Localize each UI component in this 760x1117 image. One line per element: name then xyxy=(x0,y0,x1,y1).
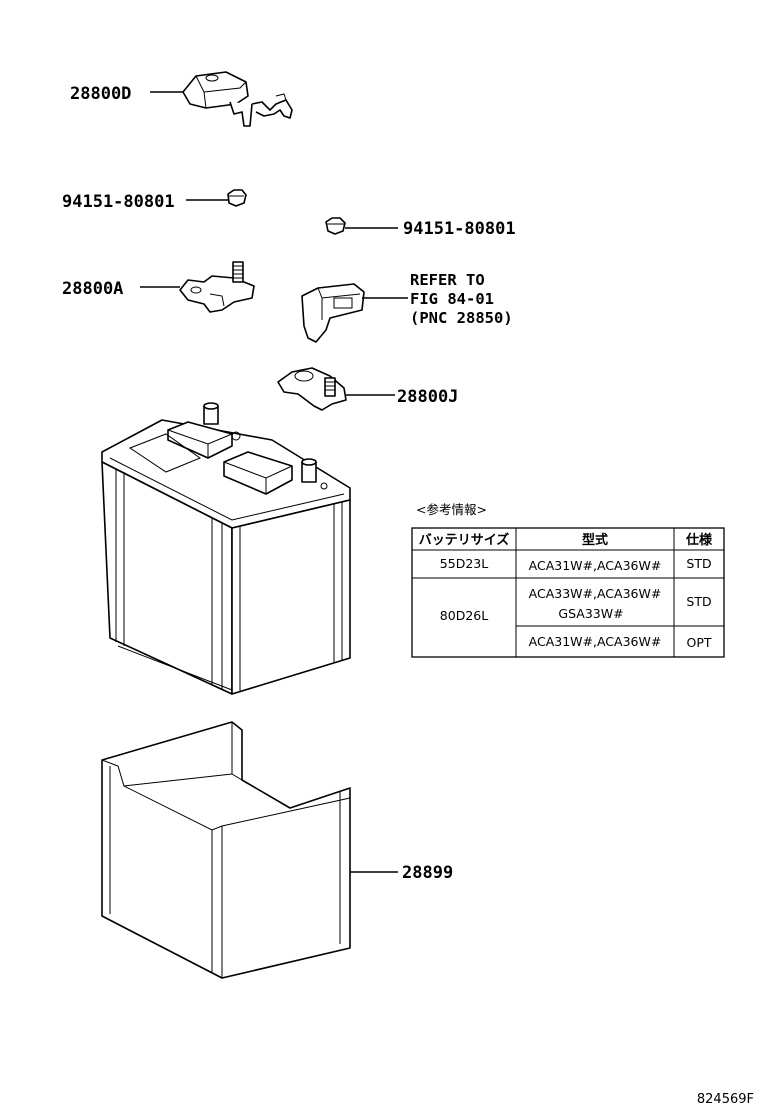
cell-spec-row1: STD xyxy=(686,556,711,571)
battery-drawing xyxy=(101,402,351,695)
header-battery-size: バッテリサイズ xyxy=(419,532,510,548)
negative-terminal-drawing xyxy=(179,261,255,313)
info-table: <参考情報> バッテリサイズ 型式 仕様 55D23L ACA31W#,ACA3… xyxy=(411,502,725,658)
nut-left-drawing xyxy=(227,189,247,207)
label-positive-terminal: 28800J xyxy=(397,387,458,407)
reference-line-3: (PNC 28850) xyxy=(410,309,513,327)
label-terminal-cover: 28800D xyxy=(70,84,131,104)
cell-spec-row3: OPT xyxy=(686,635,711,650)
label-battery-tray: 28899 xyxy=(402,863,453,883)
sensor-drawing xyxy=(301,283,365,343)
table-caption: <参考情報> xyxy=(416,502,487,517)
battery-tray-drawing xyxy=(101,721,351,979)
label-nut-left: 94151-80801 xyxy=(62,192,175,212)
cell-model-row3: ACA31W#,ACA36W# xyxy=(529,634,662,649)
cell-size-row2: 80D26L xyxy=(440,608,488,623)
nut-right-drawing xyxy=(325,217,346,235)
cell-model2-row2: GSA33W# xyxy=(558,606,623,621)
label-negative-terminal: 28800A xyxy=(62,279,123,299)
cell-size-row1: 55D23L xyxy=(440,556,488,571)
cell-model-row1: ACA31W#,ACA36W# xyxy=(529,558,662,573)
header-spec: 仕様 xyxy=(685,532,713,548)
terminal-cover-drawing xyxy=(182,71,293,127)
reference-line-2: FIG 84-01 xyxy=(410,290,494,308)
cell-spec-row2: STD xyxy=(686,594,711,609)
label-nut-right: 94151-80801 xyxy=(403,219,516,239)
figure-id: 824569F xyxy=(697,1092,754,1107)
cell-model-row2: ACA33W#,ACA36W# xyxy=(529,586,662,601)
positive-terminal-drawing xyxy=(277,367,347,411)
reference-line-1: REFER TO xyxy=(410,271,485,289)
header-model: 型式 xyxy=(582,532,608,548)
